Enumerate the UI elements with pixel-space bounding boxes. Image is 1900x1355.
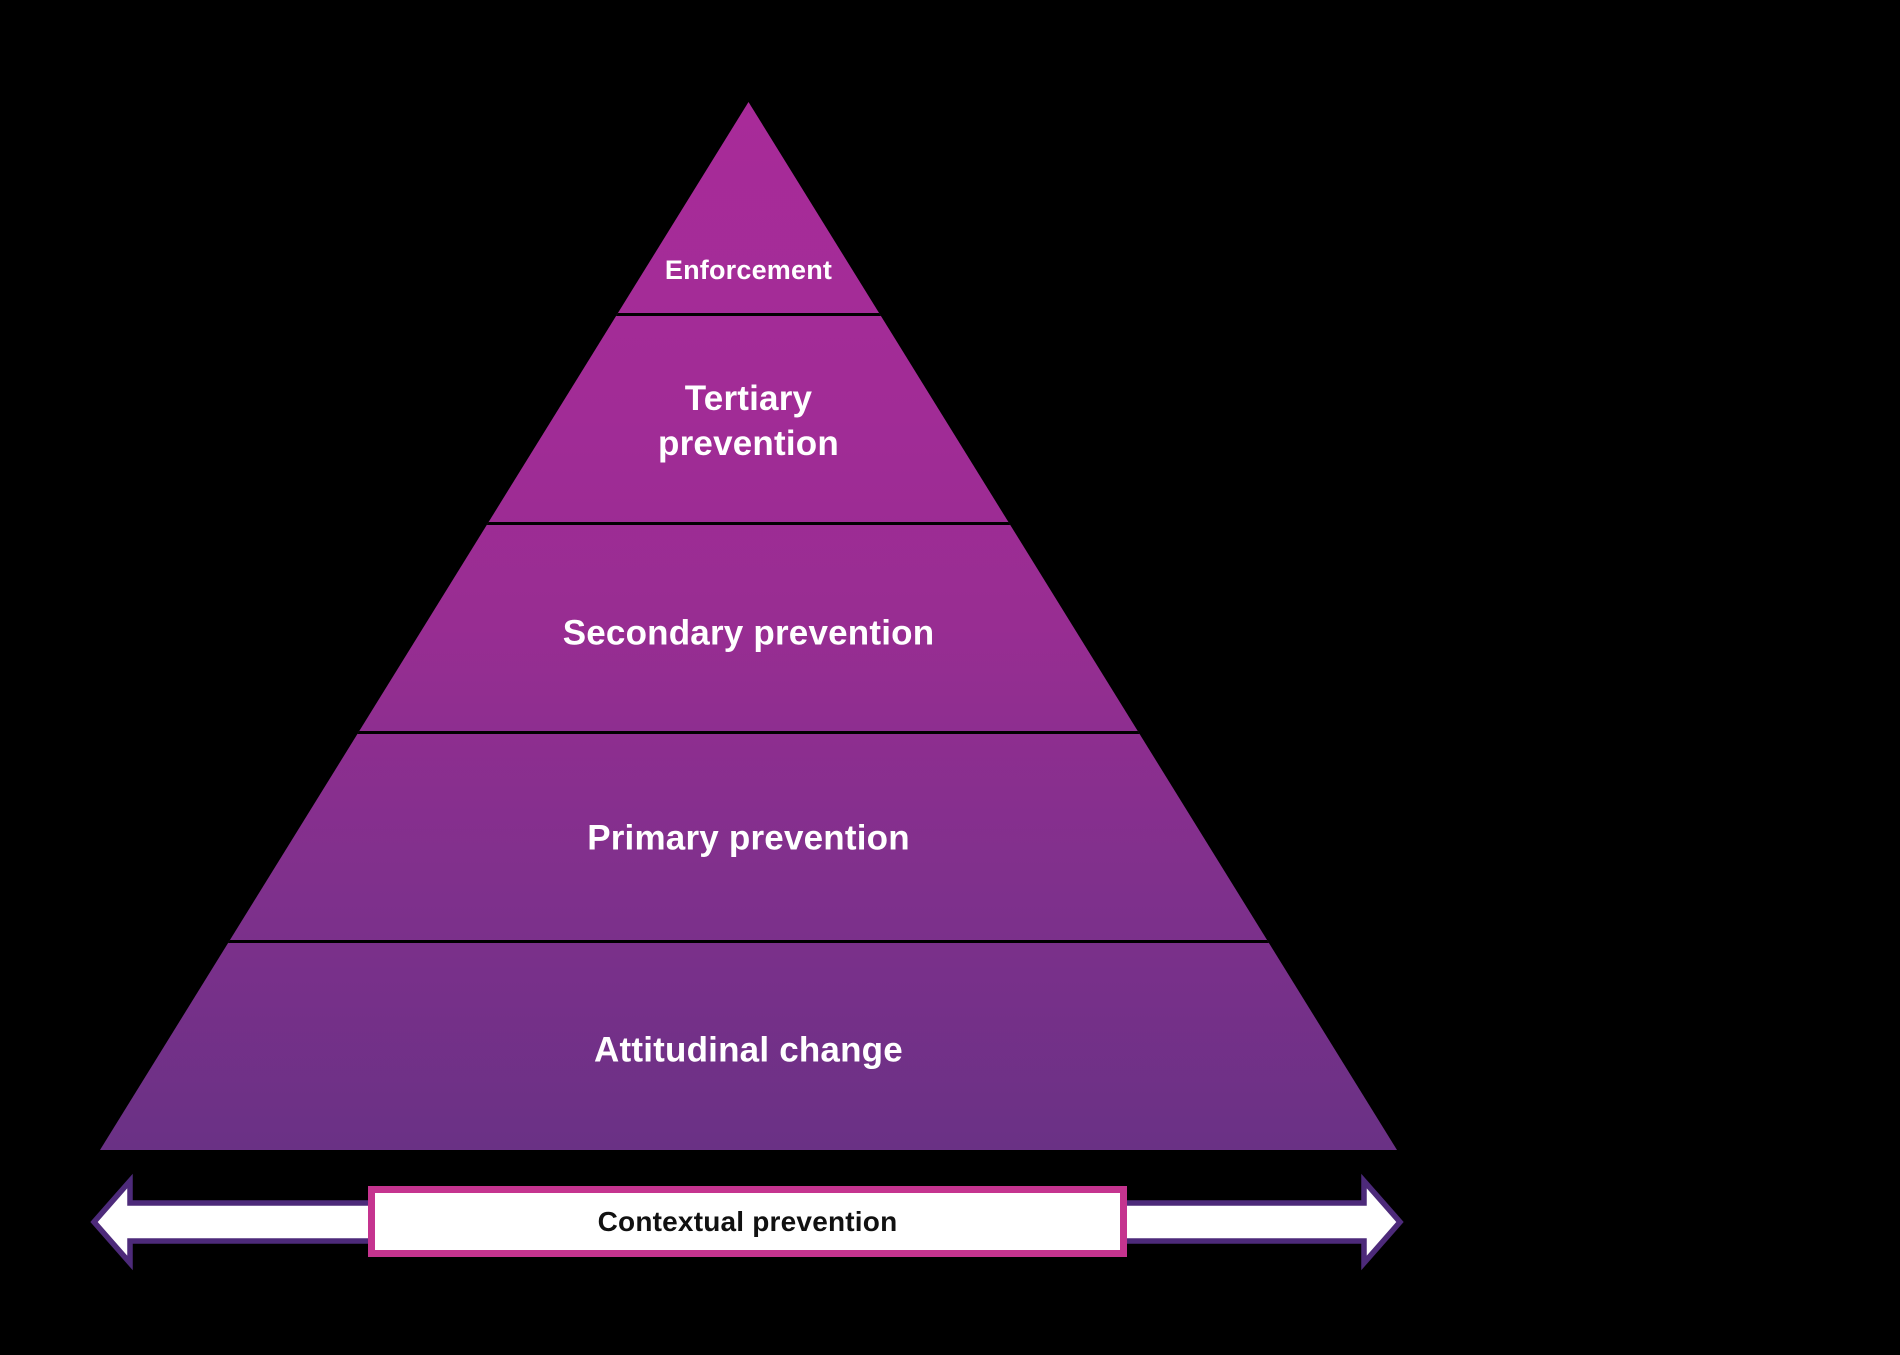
label-box [368,1186,1127,1257]
pyramid-level-secondary: Secondary prevention [562,613,935,653]
band-divider-3 [100,731,1397,734]
contextual-prevention-label: Contextual prevention [597,1205,898,1237]
pyramid-level-tertiary: Tertiary prevention [100,376,1397,466]
band-divider-2 [100,522,1397,525]
band-divider-4 [100,940,1397,943]
pyramid-level-tertiary-text: Tertiary prevention [658,379,839,463]
pyramid-level-attitudinal: Attitudinal change [594,1030,903,1070]
pyramid-level-primary: Primary prevention [587,818,910,858]
band-divider-1 [100,313,1397,316]
pyramid-level-enforcement: Enforcement [664,255,833,285]
